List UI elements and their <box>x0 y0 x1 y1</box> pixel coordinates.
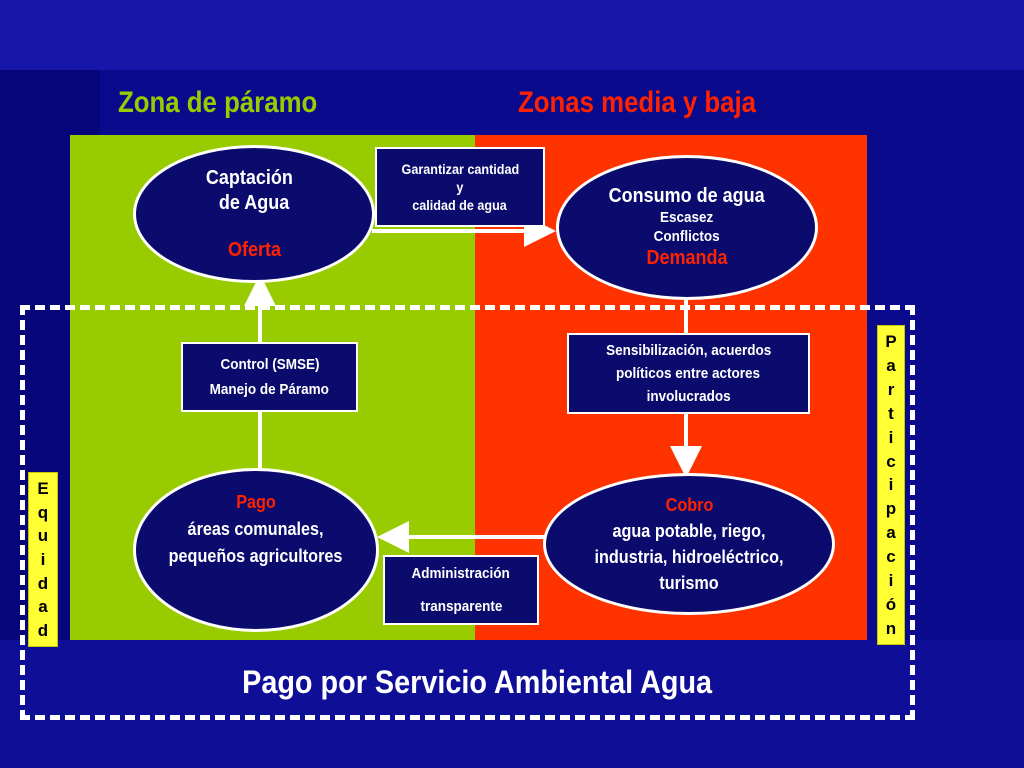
cobro-line2: industria, hidroeléctrico, <box>594 547 784 567</box>
participacion-letter: P <box>885 332 897 352</box>
control-line2: Manejo de Páramo <box>209 381 330 398</box>
equidad-letter: d <box>37 620 49 640</box>
participacion-letter: n <box>885 618 897 638</box>
dashed-boundary <box>20 305 915 720</box>
cobro-label: Cobro <box>665 494 713 515</box>
node-consumo: Consumo de agua Escasez Conflictos Deman… <box>556 155 818 300</box>
consumo-title: Consumo de agua <box>608 184 766 207</box>
zone-title-media-baja: Zonas media y baja <box>518 86 757 119</box>
background-band-bottom <box>0 640 1024 768</box>
diagram-title: Pago por Servicio Ambiental Agua <box>0 664 955 701</box>
participacion-letter: i <box>888 427 894 447</box>
box-control: Control (SMSE) Manejo de Páramo <box>181 342 358 412</box>
node-pago: Pago áreas comunales, pequeños agriculto… <box>133 468 379 632</box>
cobro-line3: turismo <box>659 573 719 594</box>
box-sensibilizacion: Sensibilización, acuerdos políticos entr… <box>567 333 810 414</box>
pago-label: Pago <box>236 492 276 512</box>
garantizar-line1: Garantizar cantidad <box>401 160 519 177</box>
label-equidad: E q u i d a d <box>28 472 58 647</box>
equidad-letter: i <box>40 549 46 569</box>
participacion-letter: ó <box>885 594 897 614</box>
participacion-letter: p <box>885 499 897 519</box>
equidad-letter: d <box>37 573 49 593</box>
captacion-line2: de Agua <box>218 191 290 214</box>
pago-line1: áreas comunales, <box>188 519 324 539</box>
consumo-line1: Escasez <box>660 208 714 226</box>
pago-line2: pequeños agricultores <box>169 546 343 566</box>
node-cobro: Cobro agua potable, riego, industria, hi… <box>543 473 835 615</box>
sensibilizacion-line2: políticos entre actores <box>616 364 761 382</box>
label-participacion: P a r t i c i p a c i ó n <box>877 325 905 645</box>
equidad-letter: q <box>37 502 49 522</box>
participacion-letter: c <box>886 547 896 567</box>
node-captacion: Captación de Agua Oferta <box>133 145 375 283</box>
footer-title-text: Pago por Servicio Ambiental Agua <box>242 664 713 700</box>
participacion-letter: r <box>887 380 895 400</box>
administracion-line1: Administración <box>411 565 511 582</box>
sensibilizacion-line3: involucrados <box>646 388 731 406</box>
captacion-label-oferta: Oferta <box>227 238 281 261</box>
consumo-line2: Conflictos <box>653 227 721 245</box>
equidad-letter: a <box>38 597 48 617</box>
cobro-line1: agua potable, riego, <box>612 520 766 541</box>
equidad-letter: E <box>37 479 49 499</box>
zone-title-paramo: Zona de páramo <box>118 86 318 119</box>
control-line1: Control (SMSE) <box>220 355 319 373</box>
participacion-letter: c <box>886 451 896 471</box>
administracion-line2: transparente <box>420 598 502 615</box>
equidad-letter: u <box>37 526 49 546</box>
participacion-letter: i <box>888 570 894 590</box>
participacion-letter: i <box>888 475 894 495</box>
captacion-line1: Captación <box>205 166 293 189</box>
participacion-letter: a <box>886 523 896 543</box>
sensibilizacion-line1: Sensibilización, acuerdos <box>605 341 772 359</box>
garantizar-line3: calidad de agua <box>412 197 508 214</box>
box-administracion: Administración transparente <box>383 555 539 625</box>
background-band-top <box>0 0 1024 70</box>
participacion-letter: t <box>888 403 894 423</box>
garantizar-line2: y <box>456 178 464 195</box>
participacion-letter: a <box>886 356 896 376</box>
consumo-label-demanda: Demanda <box>646 247 728 270</box>
box-garantizar: Garantizar cantidad y calidad de agua <box>375 147 545 227</box>
